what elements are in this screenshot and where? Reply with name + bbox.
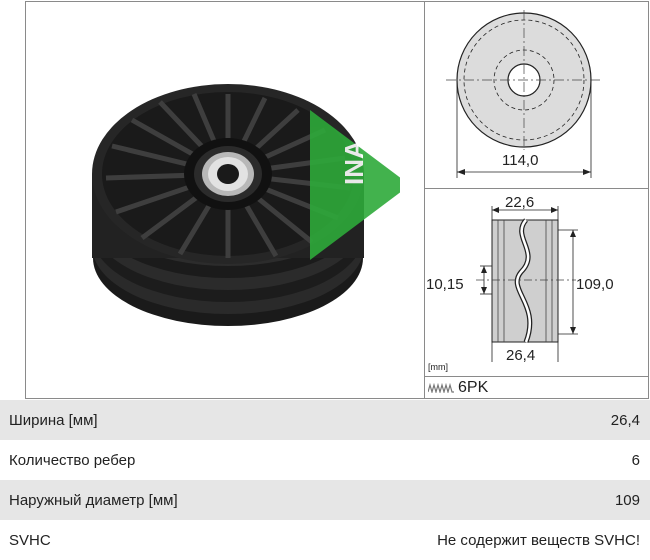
section-view-drawing: 22,6 10,15 109,0 26,4 <box>426 194 614 362</box>
divider <box>424 376 649 377</box>
spec-row: Наружный диаметр [мм] 109 <box>0 480 650 520</box>
dim-height: 109,0 <box>576 276 614 293</box>
spec-label: Количество ребер <box>9 451 136 469</box>
units-label: [mm] <box>428 362 448 372</box>
divider <box>424 1 425 399</box>
rib-profile-icon <box>428 383 454 393</box>
front-view-drawing: 114,0 <box>446 10 600 178</box>
spec-value: 109 <box>614 491 640 509</box>
ribs-profile: 6PK <box>426 377 648 399</box>
dim-bore: 10,15 <box>426 276 464 293</box>
spec-row: SVHC Не содержит веществ SVHC! <box>0 520 650 560</box>
dim-bottom-width: 26,4 <box>506 347 535 362</box>
spec-label: SVHC <box>9 531 51 549</box>
brand-logo: INA <box>339 140 369 185</box>
spec-label: Ширина [мм] <box>9 411 98 429</box>
spec-row: Ширина [мм] 26,4 <box>0 400 650 440</box>
divider <box>424 188 649 189</box>
ribs-label: 6PK <box>458 379 489 396</box>
spec-row: Количество ребер 6 <box>0 440 650 480</box>
spec-value: 26,4 <box>610 411 640 429</box>
pulley-photo: INA <box>92 84 400 326</box>
spec-value: Не содержит веществ SVHC! <box>437 531 640 549</box>
spec-label: Наружный диаметр [мм] <box>9 491 178 509</box>
spec-table: Ширина [мм] 26,4 Количество ребер 6 Нару… <box>0 400 650 560</box>
dim-top-width: 22,6 <box>505 194 534 211</box>
spec-value: 6 <box>631 451 640 469</box>
dim-outer-diameter: 114,0 <box>502 152 538 169</box>
